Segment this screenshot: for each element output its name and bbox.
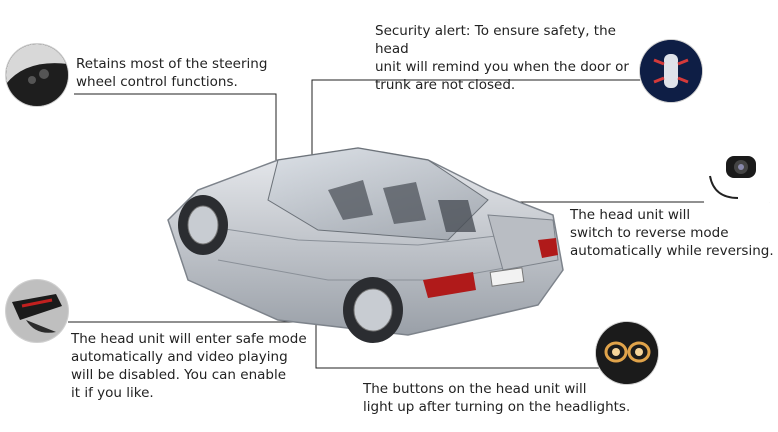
steering-leader-line bbox=[74, 93, 277, 188]
steering-callout: Retains most of the steering wheel contr… bbox=[76, 56, 268, 90]
handbrake-icon bbox=[6, 280, 68, 342]
security-callout: Security alert: To ensure safety, the he… bbox=[375, 23, 629, 93]
reverse-callout: The head unit will switch to reverse mod… bbox=[570, 207, 774, 259]
safe-mode-callout: The head unit will enter safe mode autom… bbox=[71, 331, 307, 401]
headlights-callout: The buttons on the head unit will light … bbox=[363, 381, 631, 415]
front-wheel bbox=[178, 195, 228, 255]
car-open-doors-icon bbox=[640, 40, 702, 102]
rear-camera-icon bbox=[704, 146, 770, 206]
headlight-icon bbox=[596, 322, 658, 384]
steering-wheel-controls-icon bbox=[6, 44, 68, 106]
headlights-leader-line bbox=[315, 306, 610, 369]
car-illustration bbox=[167, 147, 564, 343]
rear-wheel bbox=[343, 277, 403, 343]
